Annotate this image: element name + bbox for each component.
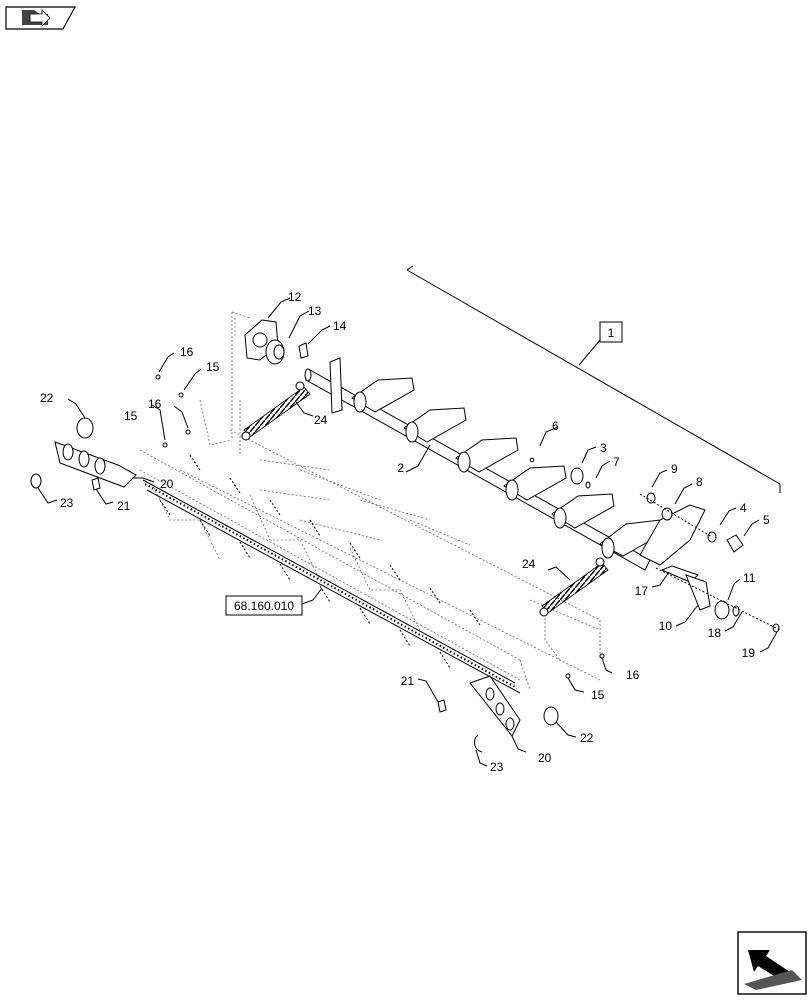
- bearing-13: [265, 339, 285, 365]
- callout-19: 19: [742, 646, 756, 660]
- callout-18: 18: [708, 626, 722, 640]
- callout-15c: 15: [591, 688, 605, 702]
- leader-lines: [37, 297, 778, 767]
- callout-24b: 24: [522, 557, 536, 571]
- assembly-bracket: [406, 265, 781, 493]
- callout-14: 14: [333, 319, 347, 333]
- callout-21b: 21: [401, 674, 415, 688]
- callout-22a: 22: [40, 391, 54, 405]
- reference-link[interactable]: 68.160.010: [225, 595, 303, 616]
- callout-12: 12: [288, 290, 302, 304]
- callout-15a: 15: [206, 360, 220, 374]
- callout-15b: 15: [124, 409, 138, 423]
- callout-13: 13: [308, 304, 322, 318]
- callout-4: 4: [740, 501, 747, 515]
- callout-9: 9: [671, 462, 678, 476]
- callout-23b: 23: [490, 760, 504, 774]
- callout-16a: 16: [180, 345, 194, 359]
- callout-20b: 20: [538, 751, 552, 765]
- navigation-arrow-icon[interactable]: [737, 931, 807, 995]
- callout-22b: 22: [580, 731, 594, 745]
- callout-labels: 1 2 3 4 5 6 7 8 9 10 11 12 13 14 15 15 1…: [40, 290, 770, 774]
- reference-label: 68.160.010: [234, 599, 294, 613]
- header-frame: [139, 311, 601, 691]
- callout-8: 8: [696, 475, 703, 489]
- book-arrow-icon[interactable]: [5, 6, 77, 30]
- callout-17: 17: [635, 584, 649, 598]
- callout-10: 10: [659, 619, 673, 633]
- left-end-parts: [30, 374, 191, 491]
- callout-11: 11: [743, 571, 756, 585]
- callout-16b: 16: [148, 397, 162, 411]
- callout-16c: 16: [626, 668, 640, 682]
- callout-23a: 23: [60, 496, 74, 510]
- right-end-parts: [529, 457, 781, 633]
- spring-upper: [241, 381, 311, 441]
- spring-lower: [539, 557, 609, 617]
- bolt-14: [298, 342, 309, 359]
- callout-1-box: [599, 321, 623, 343]
- callout-24a: 24: [314, 413, 328, 427]
- bottom-parts: [437, 653, 605, 753]
- callout-2: 2: [397, 461, 404, 475]
- callout-5: 5: [763, 513, 770, 527]
- callout-3: 3: [600, 441, 607, 455]
- cutter-bar: [142, 454, 521, 694]
- callout-20a: 20: [160, 477, 174, 491]
- callout-6: 6: [552, 419, 559, 433]
- shaft-cams: [351, 377, 706, 566]
- callout-1: 1: [608, 326, 615, 340]
- callout-7: 7: [613, 455, 620, 469]
- callout-21a: 21: [117, 499, 131, 513]
